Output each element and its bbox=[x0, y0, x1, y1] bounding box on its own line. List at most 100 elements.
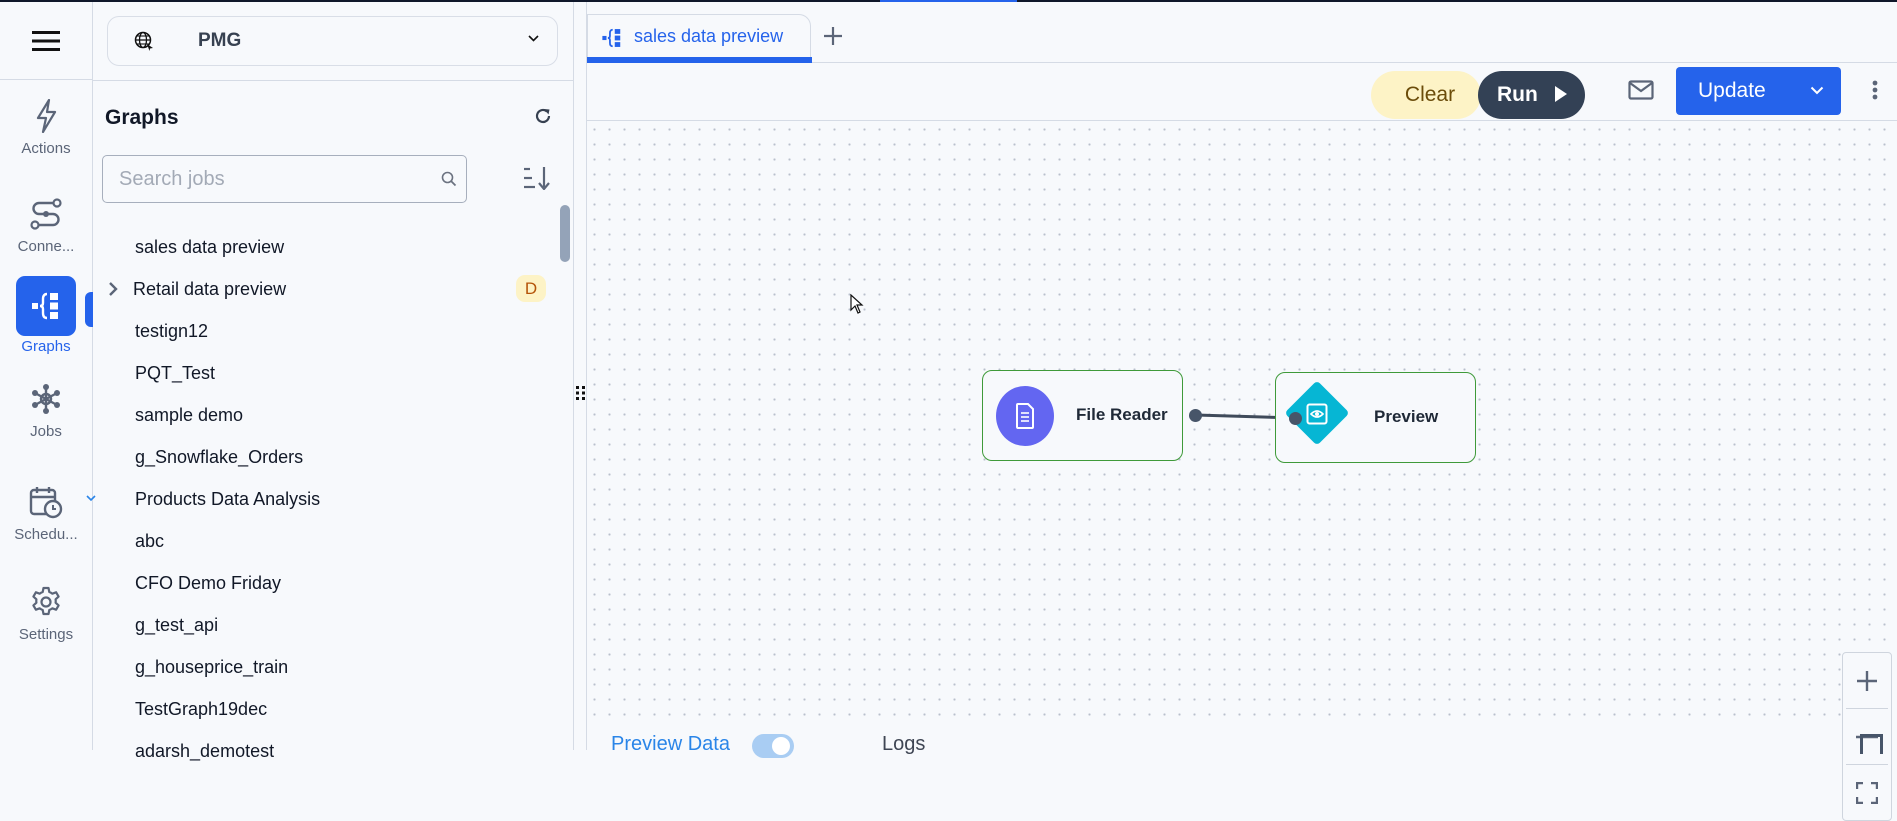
divider bbox=[1846, 708, 1888, 709]
graph-canvas[interactable]: File Reader Preview bbox=[587, 122, 1897, 821]
maximize-icon[interactable] bbox=[1860, 734, 1883, 754]
tab-label: sales data preview bbox=[634, 26, 784, 46]
menu-button[interactable] bbox=[0, 2, 92, 80]
graph-icon bbox=[32, 292, 58, 320]
chevron-down-icon bbox=[528, 35, 539, 42]
nav-item-settings[interactable]: Settings bbox=[0, 580, 92, 643]
chevron-down-icon[interactable] bbox=[1810, 86, 1824, 95]
node-label: Preview bbox=[1374, 407, 1439, 426]
hamburger-icon bbox=[32, 30, 60, 51]
run-label: Run bbox=[1497, 83, 1538, 106]
item-label: Products Data Analysis bbox=[135, 488, 321, 509]
search-icon[interactable] bbox=[440, 170, 458, 188]
toggle-knob bbox=[772, 737, 790, 755]
main-area: sales data preview Clear Run Update File… bbox=[587, 2, 1897, 821]
preview-data-tab[interactable]: Preview Data bbox=[611, 733, 730, 755]
nav-label: Actions bbox=[21, 140, 71, 157]
search-box bbox=[102, 155, 467, 203]
globe-icon bbox=[134, 31, 153, 51]
update-button[interactable]: Update bbox=[1676, 67, 1841, 115]
node-label: File Reader bbox=[1076, 405, 1168, 424]
gear-icon bbox=[32, 586, 60, 616]
item-label: CFO Demo Friday bbox=[135, 572, 282, 593]
item-label: sales data preview bbox=[135, 236, 285, 257]
drag-handle-icon[interactable] bbox=[576, 386, 585, 400]
eye-icon bbox=[1306, 403, 1328, 425]
output-handle[interactable] bbox=[1189, 409, 1202, 422]
nav-label: Settings bbox=[18, 626, 74, 643]
mail-icon[interactable] bbox=[1628, 80, 1654, 100]
item-label: Retail data preview bbox=[133, 278, 287, 299]
clear-label: Clear bbox=[1404, 83, 1456, 106]
input-handle[interactable] bbox=[1289, 412, 1302, 425]
chevron-right-icon[interactable] bbox=[108, 281, 118, 297]
list-item[interactable]: sample demo bbox=[93, 395, 553, 435]
panel-resizer[interactable] bbox=[574, 2, 587, 750]
toolbar: Clear Run Update bbox=[587, 63, 1897, 121]
node-icon-bg bbox=[996, 386, 1054, 446]
list-item[interactable]: CFO Demo Friday bbox=[93, 563, 553, 603]
loading-bar bbox=[880, 0, 1017, 2]
node-file-reader[interactable]: File Reader bbox=[982, 370, 1183, 461]
document-icon bbox=[1016, 403, 1034, 429]
item-label: g_Snowflake_Orders bbox=[135, 446, 304, 467]
preview-data-toggle[interactable] bbox=[752, 734, 794, 758]
list-item[interactable]: Retail data preview D bbox=[93, 269, 553, 309]
item-label: g_houseprice_train bbox=[135, 656, 289, 677]
nav-rail: Actions Conne... Graphs Jobs Schedu... S… bbox=[0, 2, 96, 750]
panel-title: Graphs bbox=[105, 106, 179, 129]
item-label: sample demo bbox=[135, 404, 244, 425]
run-button[interactable]: Run bbox=[1478, 71, 1585, 119]
zoom-in-button[interactable] bbox=[1843, 653, 1891, 708]
fit-view-button[interactable] bbox=[1843, 765, 1891, 820]
update-label: Update bbox=[1698, 79, 1766, 102]
tab-bar: sales data preview bbox=[587, 2, 1897, 63]
nav-label: Conne... bbox=[17, 238, 75, 255]
logs-tab[interactable]: Logs bbox=[882, 733, 926, 755]
active-indicator bbox=[85, 292, 93, 327]
list-item[interactable]: g_Snowflake_Orders bbox=[93, 437, 553, 477]
tab-sales-data-preview[interactable]: sales data preview bbox=[587, 14, 812, 63]
nav-item-jobs[interactable]: Jobs bbox=[0, 377, 92, 440]
search-input[interactable] bbox=[103, 156, 433, 202]
chevron-down-icon[interactable] bbox=[86, 495, 96, 502]
item-label: PQT_Test bbox=[135, 362, 216, 383]
list-item[interactable]: g_houseprice_train bbox=[93, 647, 553, 687]
add-tab-icon[interactable] bbox=[823, 26, 843, 46]
list-item[interactable]: abc bbox=[93, 521, 553, 561]
jobs-network-icon bbox=[32, 384, 60, 414]
workspace-name: PMG bbox=[198, 30, 242, 51]
node-preview[interactable]: Preview bbox=[1275, 372, 1476, 463]
refresh-icon[interactable] bbox=[533, 106, 553, 126]
graphs-panel: PMG Graphs sales data preview Retail dat… bbox=[93, 2, 574, 761]
divider bbox=[93, 80, 573, 81]
item-label: adarsh_demotest bbox=[135, 740, 275, 761]
top-border bbox=[0, 0, 1897, 2]
nav-item-actions[interactable]: Actions bbox=[0, 94, 92, 157]
more-options-icon[interactable] bbox=[1872, 80, 1878, 100]
list-item[interactable]: Products Data Analysis bbox=[93, 479, 553, 519]
lightning-icon bbox=[36, 99, 57, 133]
nav-item-graphs[interactable]: Graphs bbox=[0, 276, 92, 355]
list-item[interactable]: TestGraph19dec bbox=[93, 689, 553, 729]
nav-label: Graphs bbox=[21, 338, 71, 355]
mouse-cursor-icon bbox=[850, 294, 864, 314]
calendar-clock-icon bbox=[29, 487, 63, 519]
list-item[interactable]: testign12 bbox=[93, 311, 553, 351]
graph-icon bbox=[602, 28, 621, 48]
scrollbar-thumb[interactable] bbox=[560, 205, 570, 262]
nav-item-scheduler[interactable]: Schedu... bbox=[0, 480, 96, 543]
edge-connector[interactable] bbox=[587, 122, 1897, 722]
nav-label: Schedu... bbox=[14, 526, 78, 543]
list-item[interactable]: sales data preview bbox=[93, 227, 553, 267]
list-item[interactable]: g_test_api bbox=[93, 605, 553, 645]
play-icon bbox=[1555, 86, 1567, 102]
list-item[interactable]: adarsh_demotest bbox=[93, 731, 553, 771]
nav-item-connections[interactable]: Conne... bbox=[0, 192, 92, 255]
item-label: g_test_api bbox=[135, 614, 219, 635]
item-label: abc bbox=[135, 530, 165, 551]
workspace-selector[interactable]: PMG bbox=[107, 16, 558, 66]
list-item[interactable]: PQT_Test bbox=[93, 353, 553, 393]
sort-icon[interactable] bbox=[523, 166, 551, 190]
clear-button[interactable]: Clear bbox=[1371, 71, 1481, 119]
